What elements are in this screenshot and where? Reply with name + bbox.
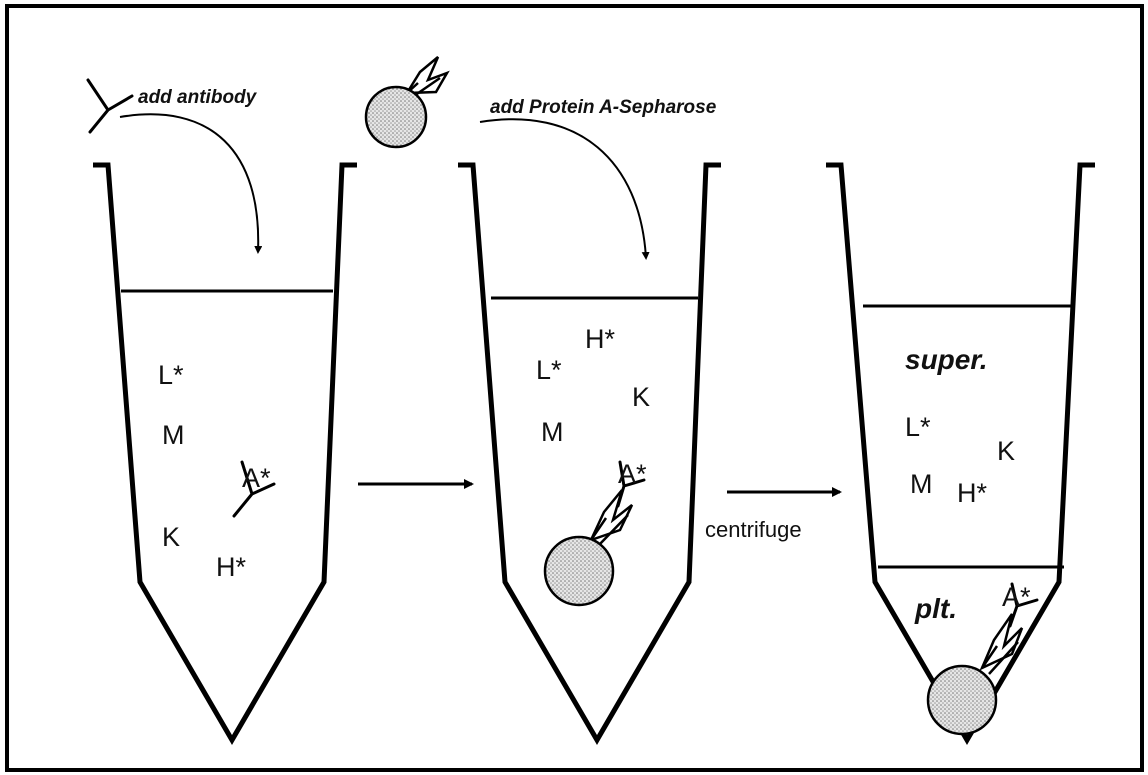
add-protein-a-label: add Protein A-Sepharose — [490, 97, 717, 118]
add-antibody-arrow — [120, 114, 258, 252]
tube-3-light-chain: L* — [905, 412, 931, 442]
free-antibody-icon — [88, 80, 132, 132]
tube-3-antigen: A* — [1002, 582, 1031, 612]
tube-3-m-protein: M — [910, 469, 933, 499]
add-protein-a-arrow — [480, 119, 646, 258]
add-antibody-label: add antibody — [138, 87, 258, 108]
tube-2-light-chain: L* — [536, 355, 562, 385]
tube-3-k-protein: K — [997, 436, 1015, 466]
tube-2-k-protein: K — [632, 382, 650, 412]
protein-a-sepharose-bead-icon — [366, 57, 447, 147]
tube-1-antigen: A* — [242, 463, 271, 493]
tube-2-antigen: A* — [618, 459, 647, 489]
tube-3-heavy-chain: H* — [957, 478, 987, 508]
tube-1-light-chain: L* — [158, 360, 184, 390]
tube-2 — [458, 165, 721, 740]
tube-1-k-protein: K — [162, 522, 180, 552]
tube-3-pellet-label: plt. — [914, 593, 957, 624]
tube-1 — [93, 165, 357, 740]
tube-2-m-protein: M — [541, 417, 564, 447]
tube-3-supernatant-label: super. — [905, 344, 987, 375]
centrifuge-label: centrifuge — [705, 517, 802, 542]
tube-3 — [826, 165, 1095, 740]
tube-1-heavy-chain: H* — [216, 552, 246, 582]
tube-2-heavy-chain: H* — [585, 324, 615, 354]
tube-1-m-protein: M — [162, 420, 185, 450]
